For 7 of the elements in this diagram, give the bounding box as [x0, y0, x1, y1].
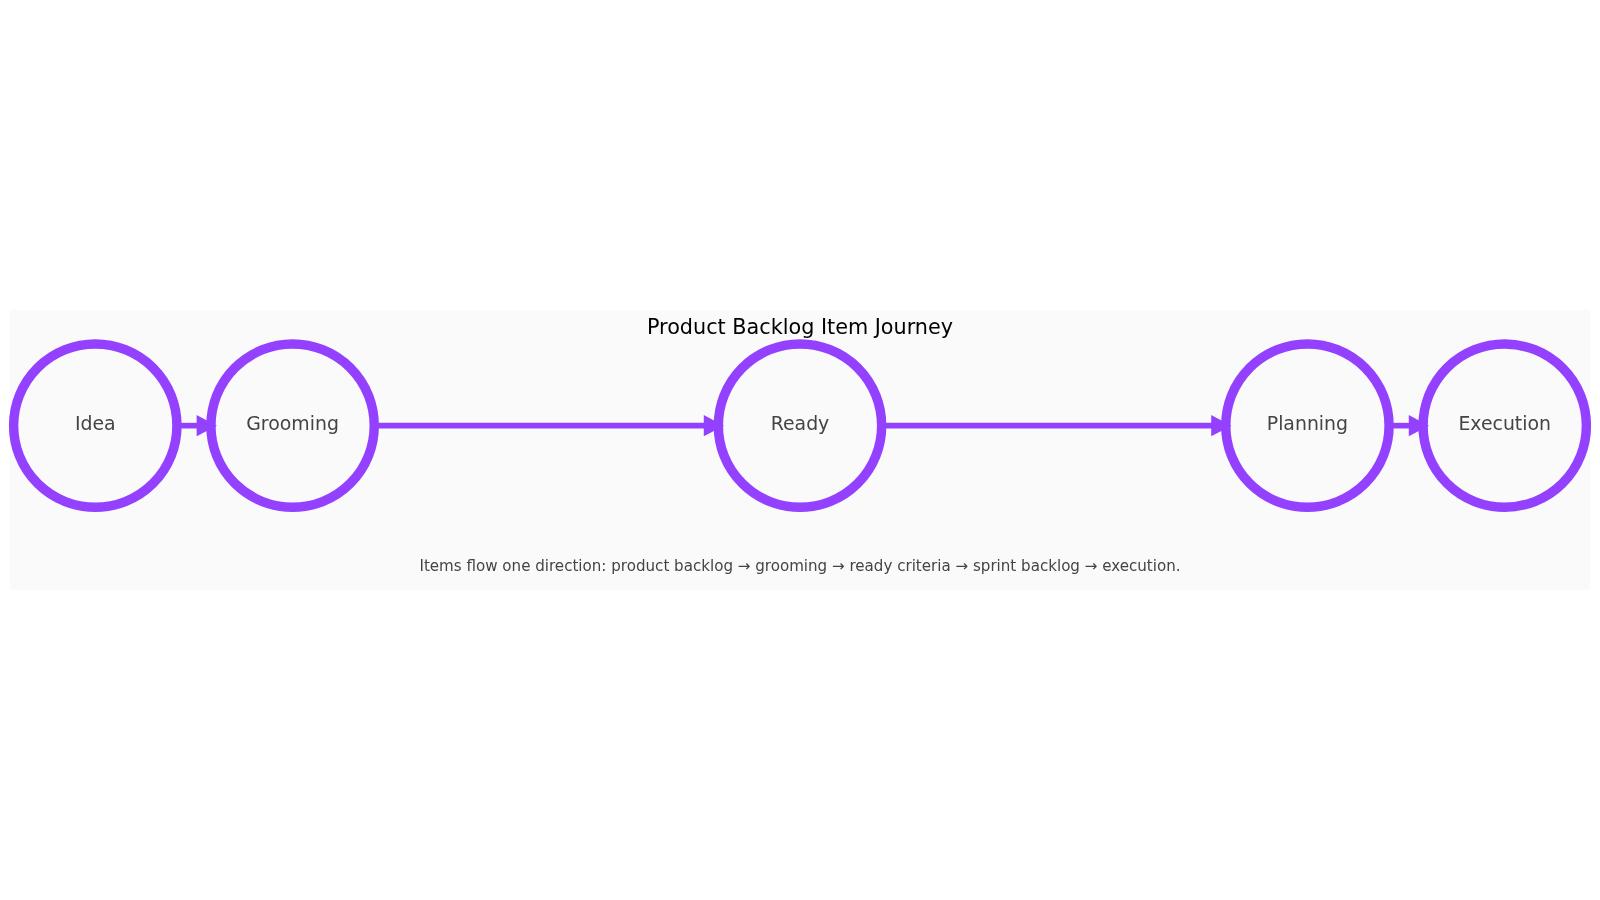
- caption: Items flow one direction: product backlog → grooming → ready criteria → sprint backlog → execution.: [419, 556, 1181, 575]
- node-circle: Ready: [713, 339, 887, 512]
- node-circle: Execution: [1418, 339, 1592, 512]
- node-circle: Planning: [1221, 339, 1394, 512]
- diagram-title: Product Backlog Item Journey: [646, 315, 954, 340]
- node-circle: Grooming: [206, 339, 379, 512]
- node-circle: Idea: [8, 339, 182, 512]
